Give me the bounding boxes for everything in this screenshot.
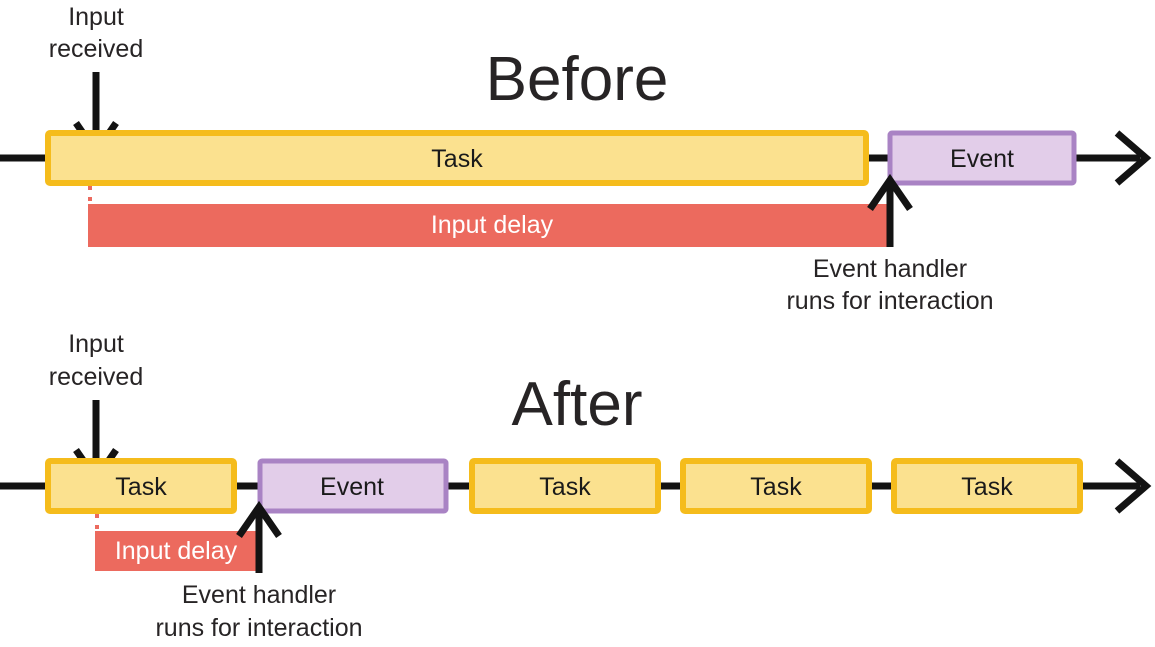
after-event-handler-annotation: Event handler runs for interaction <box>155 500 363 642</box>
before-event-handler-label-line2: runs for interaction <box>786 287 993 315</box>
before-input-received-annotation: Input received <box>49 3 144 159</box>
before-input-delay-label: Input delay <box>431 211 554 239</box>
before-event-handler-annotation: Event handler runs for interaction <box>786 173 994 315</box>
before-task-block[interactable] <box>45 130 869 186</box>
before-input-received-label-line1: Input <box>68 3 124 31</box>
after-task-label-3: Task <box>750 473 802 501</box>
after-timeline-arrowhead <box>1114 458 1152 514</box>
before-timeline-arrowhead <box>1114 130 1152 186</box>
after-task-label-2: Task <box>539 473 591 501</box>
before-task-label: Task <box>431 145 483 173</box>
after-event-label: Event <box>320 473 384 501</box>
after-task-label-4: Task <box>961 473 1013 501</box>
after-task-label-1: Task <box>115 473 167 501</box>
before-input-received-label-line2: received <box>49 35 144 63</box>
before-event-handler-arrow-head <box>867 173 913 211</box>
after-task-block-2[interactable] <box>469 458 661 514</box>
after-task-block-1[interactable] <box>45 458 237 514</box>
after-event-handler-label-line1: Event handler <box>182 581 336 609</box>
before-event-handler-label-line1: Event handler <box>813 255 967 283</box>
after-title: After <box>512 370 643 439</box>
after-input-delay-label: Input delay <box>115 537 238 565</box>
before-event-block[interactable] <box>887 130 1077 186</box>
after-event-block[interactable] <box>257 458 449 514</box>
after-task-block-3[interactable] <box>680 458 872 514</box>
after-event-handler-label-line2: runs for interaction <box>155 614 362 642</box>
after-event-handler-arrow-head <box>236 500 282 538</box>
before-section: Before Input received Task Event Input d… <box>0 3 1152 315</box>
before-event-label: Event <box>950 145 1014 173</box>
after-input-received-annotation: Input received <box>49 330 144 486</box>
before-title: Before <box>486 45 669 114</box>
after-task-block-4[interactable] <box>891 458 1083 514</box>
after-section: After Input received Task Event Task Tas… <box>0 330 1152 642</box>
before-input-delay-block[interactable] <box>88 204 890 247</box>
after-input-delay-block[interactable] <box>95 531 257 571</box>
after-input-received-label-line1: Input <box>68 330 124 358</box>
after-input-received-label-line2: received <box>49 363 144 391</box>
